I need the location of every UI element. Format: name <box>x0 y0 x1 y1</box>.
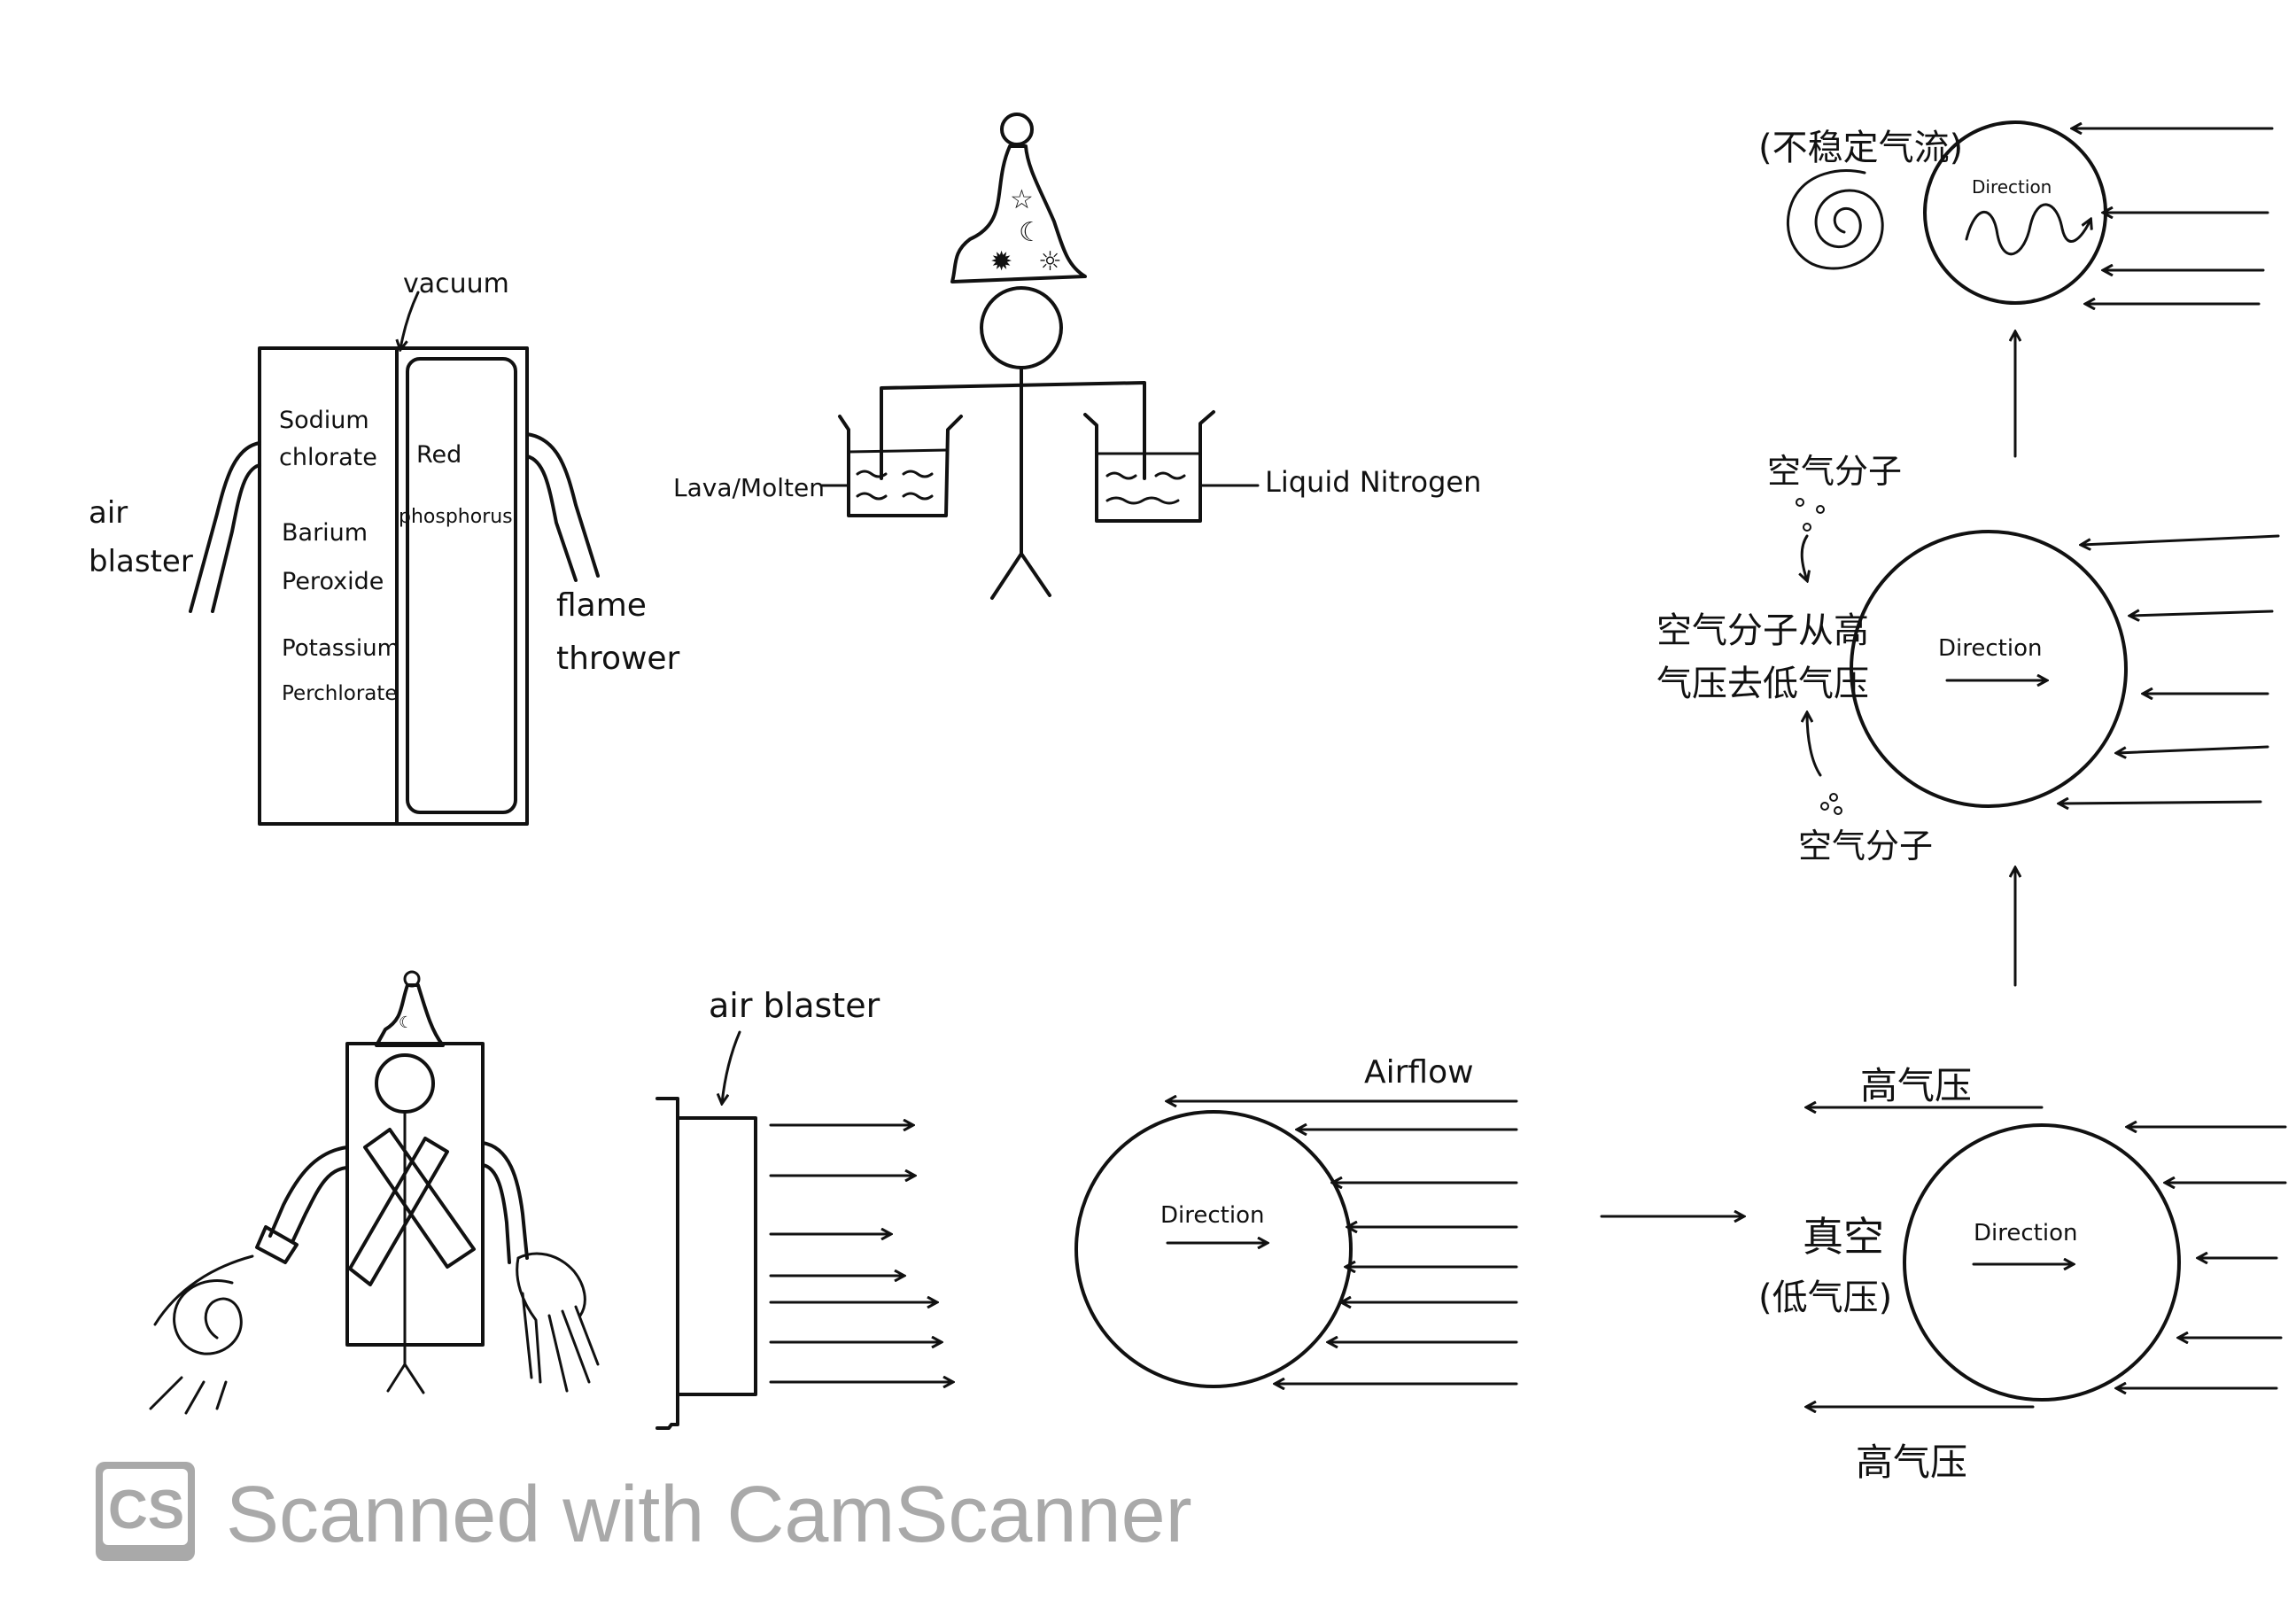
camscanner-text: Scanned with CamScanner <box>226 1471 1192 1559</box>
molecules-arrow-1 <box>2082 534 2280 545</box>
molecules-down-arrow <box>1802 534 1807 580</box>
right-beaker <box>1083 410 1215 523</box>
wizard-legs <box>990 552 1051 600</box>
air-blaster-label: air blaster <box>709 986 880 1025</box>
air-molecules-bottom-label: 空气分子 <box>1798 827 1933 866</box>
turbulence-wavy-arrow <box>1965 203 2090 256</box>
left-arm-tube <box>268 1145 349 1244</box>
pressure-direction-label: Direction <box>1974 1220 2077 1246</box>
air-vortex-lines <box>149 1254 254 1415</box>
red-phosphorus-chamber <box>406 357 517 814</box>
molecules-circle <box>1850 530 2128 808</box>
vest-panel: vacuum Sodium chlorate Barium Peroxide P… <box>89 268 680 826</box>
unstable-airflow-label: (不稳定气流) <box>1758 128 1963 168</box>
perchlorate-label: Perchlorate <box>282 682 398 705</box>
molecules-flow-line1: 空气分子从高 <box>1656 610 1869 651</box>
flame-label: flame <box>556 587 647 624</box>
high-pressure-top-label: 高气压 <box>1860 1064 1972 1107</box>
camscanner-logo-text: CS <box>108 1479 184 1541</box>
hat-star-icon: ☆ <box>1010 184 1034 215</box>
left-beaker-liquid <box>847 448 950 501</box>
blaster-output-arrows <box>769 1125 952 1382</box>
right-sleeve-tube <box>525 432 600 582</box>
turbulence-incoming-arrows <box>2073 128 2274 304</box>
air-blaster-pointer-arrow <box>722 1030 741 1103</box>
left-beaker <box>838 415 963 517</box>
pressure-circle <box>1903 1123 2181 1402</box>
molecules-arrow-2 <box>2130 611 2274 616</box>
pressure-panel: Direction 高气压 真空 (低气压) 高气压 <box>1758 1064 2287 1484</box>
turbulence-direction-label: Direction <box>1972 176 2052 198</box>
wizard-hat <box>950 144 1087 283</box>
left-arm-nozzle <box>255 1225 299 1264</box>
airflow-label: Airflow <box>1364 1054 1474 1091</box>
right-beaker-liquid <box>1095 452 1202 505</box>
left-sleeve-tube <box>189 441 261 613</box>
vest-body-outline <box>345 1042 485 1347</box>
blaster-label: blaster <box>89 544 193 579</box>
armored-wizard-legs <box>386 1363 425 1394</box>
chlorate-label: chlorate <box>279 444 377 471</box>
flame-hand <box>516 1252 600 1393</box>
molecule-dot-2 <box>1816 505 1825 514</box>
high-pressure-bottom-label: 高气压 <box>1856 1441 1967 1484</box>
pressure-incoming-arrows <box>2117 1127 2287 1388</box>
molecule-dot-5 <box>1820 802 1829 811</box>
wizard-panel: ☆ ☾ ✹ ☼ Lava/Molten Liquid Nitrogen <box>673 113 1481 600</box>
thrower-label: thrower <box>556 641 680 677</box>
incoming-airflow-arrows <box>1167 1101 1518 1384</box>
low-pressure-label: (低气压) <box>1758 1277 1892 1318</box>
armored-wizard-head <box>375 1053 435 1114</box>
hat-sun-icon: ✹ <box>990 246 1012 277</box>
turbulence-spiral <box>1787 169 1884 270</box>
vest-outline <box>258 346 529 826</box>
hat-sun2-icon: ☼ <box>1038 246 1062 277</box>
sodium-label: Sodium <box>279 407 369 434</box>
projectile-direction-label: Direction <box>1160 1202 1264 1229</box>
right-arm-tube <box>481 1141 529 1264</box>
barium-label: Barium <box>282 519 368 547</box>
vacuum-label: vacuum <box>403 268 509 299</box>
molecules-panel: Direction 空气分子 空气分子从高 气压去低气压 空气分子 <box>1656 452 2280 866</box>
peroxide-label: Peroxide <box>282 568 384 595</box>
air-label: air <box>89 495 128 531</box>
turbulence-panel: Direction (不稳定气流) <box>1758 120 2274 304</box>
small-hat-moon-icon: ☾ <box>399 1013 413 1032</box>
lava-molten-label: Lava/Molten <box>673 473 825 502</box>
phosphorus-label: phosphorus <box>399 506 513 528</box>
molecules-up-arrow <box>1807 713 1822 777</box>
projectile-circle <box>1074 1110 1353 1388</box>
hat-moon-icon: ☾ <box>1019 217 1043 248</box>
airflow-panel: Direction Airflow <box>1074 1054 1518 1388</box>
vacuum-cn-label: 真空 <box>1803 1213 1884 1261</box>
liquid-nitrogen-label: Liquid Nitrogen <box>1265 465 1481 499</box>
molecules-direction-label: Direction <box>1938 635 2042 662</box>
armored-wizard-panel: ☾ air blaster <box>149 970 952 1430</box>
red-label: Red <box>416 441 462 469</box>
camscanner-watermark: CS Scanned with CamScanner <box>96 1462 1192 1561</box>
hat-pompom <box>1000 113 1034 146</box>
molecule-dot-1 <box>1796 498 1804 507</box>
air-blaster-box <box>676 1116 757 1396</box>
molecules-flow-line2: 气压去低气压 <box>1656 664 1869 704</box>
air-blaster-plate <box>655 1097 679 1430</box>
vacuum-pointer-arrow <box>400 291 420 349</box>
molecule-dot-3 <box>1803 523 1811 532</box>
air-vortex-spiral <box>173 1279 243 1355</box>
air-molecules-top-label: 空气分子 <box>1767 452 1902 491</box>
molecule-dot-4 <box>1829 793 1838 802</box>
molecules-arrow-4 <box>2117 745 2269 753</box>
vest-cross-straps <box>348 1128 476 1286</box>
molecules-arrow-5 <box>2059 802 2262 804</box>
molecule-dot-6 <box>1834 806 1842 815</box>
wizard-arms <box>880 381 1146 480</box>
wizard-head <box>980 286 1063 369</box>
molecules-incoming-arrows <box>2059 534 2280 804</box>
camscanner-logo-inner <box>103 1469 188 1545</box>
potassium-label: Potassium <box>282 635 399 662</box>
